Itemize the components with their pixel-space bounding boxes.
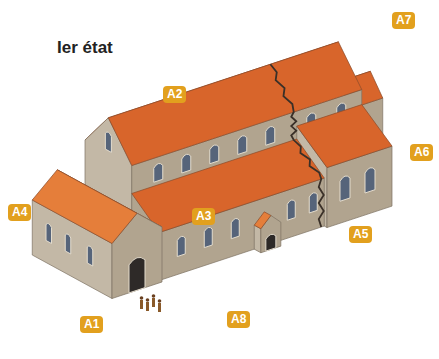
callout-number: A6	[410, 144, 433, 161]
callout-number: A3	[192, 208, 215, 225]
window	[105, 132, 111, 152]
window	[87, 246, 93, 266]
window	[46, 224, 52, 244]
figure	[146, 298, 150, 302]
window	[340, 176, 350, 201]
window	[154, 163, 163, 182]
figure	[152, 298, 155, 307]
narthex-roof	[32, 170, 137, 244]
state-title: Ier état	[57, 38, 113, 58]
window	[238, 136, 247, 155]
callout-number: A4	[8, 204, 31, 221]
porch-roof	[254, 212, 271, 229]
figure	[140, 300, 143, 309]
window	[365, 168, 375, 193]
window	[266, 126, 275, 145]
porch-arch	[129, 257, 145, 293]
figure	[158, 299, 162, 303]
callout-number: A1	[80, 316, 103, 333]
figure	[152, 294, 156, 298]
window	[182, 154, 191, 173]
window	[231, 218, 239, 238]
porch-wall	[254, 225, 261, 253]
window	[287, 200, 295, 220]
callout-number: A5	[349, 226, 372, 243]
window	[210, 145, 219, 164]
chevet-roof	[297, 105, 392, 168]
door	[266, 234, 276, 251]
callout-number: A2	[163, 86, 186, 103]
figure	[140, 296, 144, 300]
callout-number: A8	[227, 311, 250, 328]
window	[65, 234, 71, 254]
window	[177, 236, 185, 256]
break-line	[270, 64, 323, 227]
window	[309, 193, 317, 213]
aisle-roof	[132, 139, 325, 232]
figure	[146, 302, 149, 311]
figure	[158, 303, 161, 312]
callout-number: A7	[392, 12, 415, 29]
window	[204, 227, 212, 247]
